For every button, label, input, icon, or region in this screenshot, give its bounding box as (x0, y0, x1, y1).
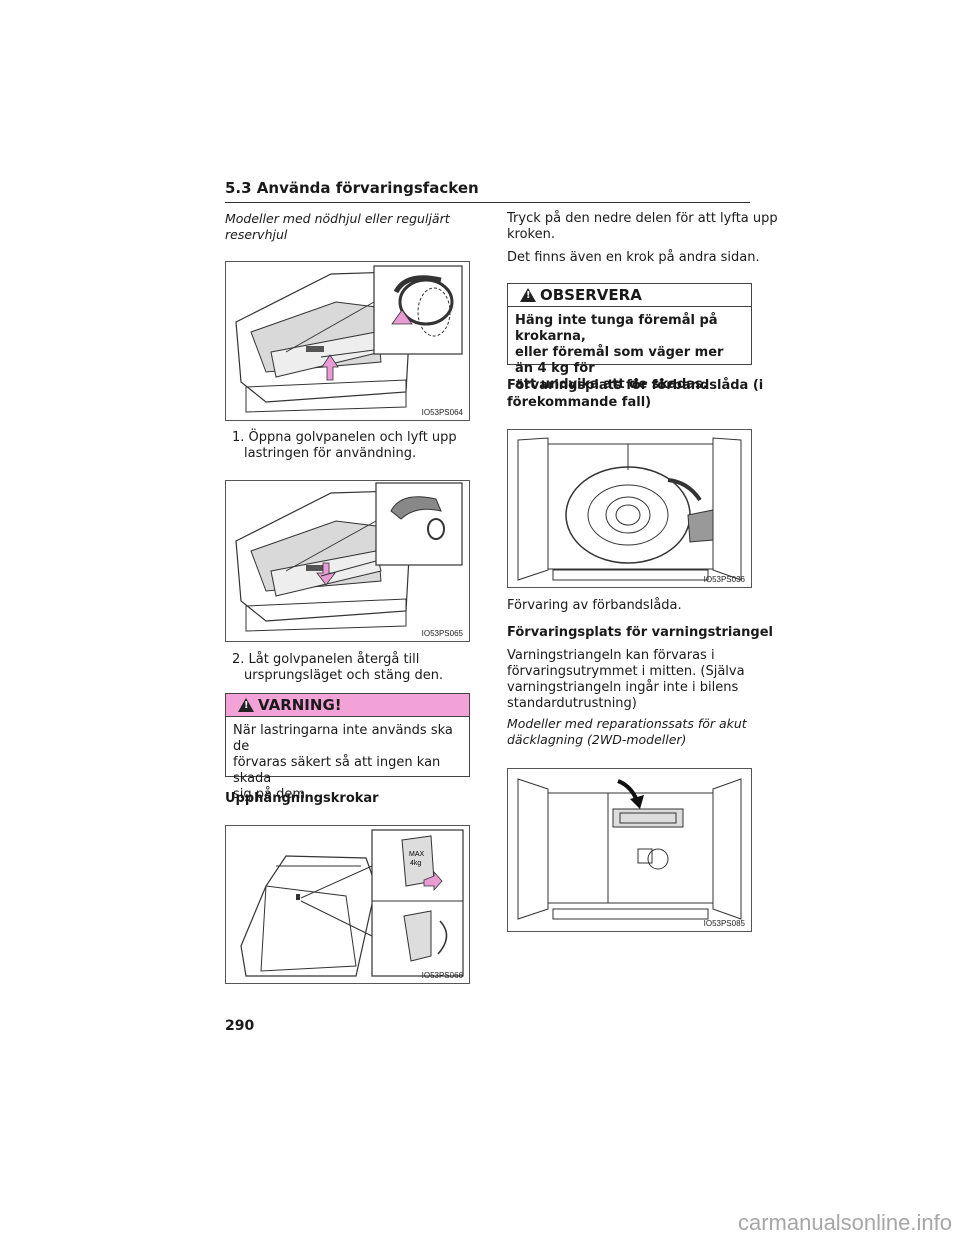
warning-line-3: sig på dem. (233, 787, 310, 802)
warning-box: ! VARNING! När lastringarna inte används… (225, 693, 470, 802)
tri-line-1: Varningstriangeln kan förvaras i (507, 648, 715, 663)
hook-instruction: Tryck på den nedre delen för att lyfta u… (507, 211, 778, 243)
max-label: MAX (409, 851, 425, 858)
step-number: 1. (232, 430, 245, 445)
figure-code: IO53PS085 (703, 919, 745, 928)
p1-line-2: kroken. (507, 227, 555, 242)
kit-caption: Förvaring av förbandslåda. (507, 598, 682, 613)
notice-box: ! OBSERVERA Häng inte tunga föremål på k… (507, 283, 752, 392)
notice-header: ! OBSERVERA (508, 284, 751, 307)
triangle-heading: Förvaringsplats för varningstriangel (507, 625, 773, 640)
figure-cargo-ring-lift: IO53PS064 (225, 261, 470, 421)
intro-text: Modeller med nödhjul eller reguljärt res… (225, 211, 450, 243)
figure-code: IO53PS036 (703, 575, 745, 584)
notice-line-1: Häng inte tunga föremål på krokarna, (515, 313, 718, 344)
warning-header: ! VARNING! (226, 694, 469, 717)
intro-line-2: reservhjul (225, 227, 288, 242)
kit-heading-line-1: Förvaringsplats för förbandslåda (i (507, 378, 764, 393)
step-1: 1. Öppna golvpanelen och lyft upp lastri… (232, 430, 457, 462)
step-1-line-1: Öppna golvpanelen och lyft upp (248, 430, 457, 445)
figure-code: IO53PS065 (421, 629, 463, 638)
intro-line-1: Modeller med nödhjul eller reguljärt (225, 211, 450, 226)
notice-triangle-icon: ! (520, 288, 536, 302)
notice-line-3: att undvika att de skadas. (515, 377, 708, 392)
warning-title: VARNING! (258, 696, 342, 714)
cargo-area-illustration (235, 265, 463, 413)
spare-wheel-illustration (517, 437, 742, 581)
rep-line-1: Modeller med reparationssats för akut (507, 716, 747, 731)
step-number: 2. (232, 652, 245, 667)
kg-label: 4kg (410, 860, 421, 867)
section-title: 5.3 Använda förvaringsfacken (225, 179, 479, 197)
step-2-line-2: ursprungsläget och stäng den. (244, 668, 444, 683)
step-2-line-1: Låt golvpanelen återgå till (248, 652, 420, 667)
notice-line-2: eller föremål som väger mer än 4 kg för (515, 345, 724, 376)
p1-line-1: Tryck på den nedre delen för att lyfta u… (507, 211, 778, 226)
figure-first-aid-kit: IO53PS036 (507, 429, 752, 588)
kit-heading-line-2: förekommande fall) (507, 395, 652, 410)
figure-warning-triangle-storage: IO53PS085 (507, 768, 752, 932)
tri-line-3: varningstriangeln ingår inte i bilens (507, 680, 739, 695)
hooks-illustration: MAX 4kg (240, 829, 464, 977)
other-side-note: Det finns även en krok på andra sidan. (507, 250, 760, 265)
repair-kit-note: Modeller med reparationssats för akut dä… (507, 716, 747, 748)
section-header: 5.3 Använda förvaringsfacken (225, 178, 750, 203)
warning-line-1: När lastringarna inte används ska de (233, 723, 453, 754)
tri-line-2: förvaringsutrymmet i mitten. (Själva (507, 664, 745, 679)
rep-line-2: däcklagning (2WD-modeller) (507, 732, 687, 747)
figure-code: IO53PS066 (421, 971, 463, 980)
warning-line-2: förvaras säkert så att ingen kan skada (233, 755, 441, 786)
cargo-floor-illustration (517, 778, 742, 920)
tri-line-4: standardutrustning) (507, 696, 637, 711)
figure-cargo-ring-return: IO53PS065 (225, 480, 470, 642)
figure-code: IO53PS064 (421, 408, 463, 417)
watermark: carmanualsonline.info (737, 1210, 952, 1235)
kit-heading: Förvaringsplats för förbandslåda (i före… (507, 377, 763, 411)
step-2: 2. Låt golvpanelen återgå till ursprungs… (232, 652, 443, 684)
triangle-text: Varningstriangeln kan förvaras i förvari… (507, 648, 745, 712)
hooks-heading: Upphängningskrokar (225, 791, 379, 806)
notice-body: Häng inte tunga föremål på krokarna, ell… (508, 307, 751, 399)
notice-title: OBSERVERA (540, 286, 642, 304)
warning-body: När lastringarna inte används ska de för… (226, 717, 469, 809)
cargo-area-illustration-2 (235, 482, 463, 632)
step-1-line-2: lastringen för användning. (244, 446, 417, 461)
page-number: 290 (225, 1018, 255, 1034)
figure-hooks: MAX 4kg IO53PS066 (225, 825, 470, 984)
warning-triangle-icon: ! (238, 698, 254, 712)
